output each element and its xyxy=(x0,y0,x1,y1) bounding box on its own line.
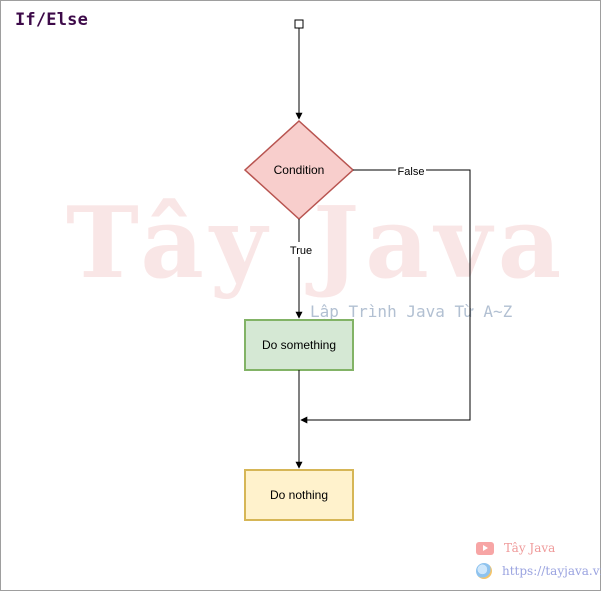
do-nothing-node xyxy=(244,469,354,521)
watermark-subtitle: Lập Trình Java Từ A~Z xyxy=(310,302,513,321)
youtube-icon xyxy=(476,541,494,555)
youtube-label: Tây Java xyxy=(504,541,556,555)
true-label: True xyxy=(290,245,312,257)
false-label-bg xyxy=(396,164,426,178)
do-something-label: Do something xyxy=(262,338,336,352)
true-label-bg xyxy=(288,242,314,257)
false-label: False xyxy=(398,166,425,178)
page-title: If/Else xyxy=(15,10,89,30)
edge-false xyxy=(300,169,471,424)
youtube-brand: Tây Java xyxy=(476,541,555,555)
do-nothing-label: Do nothing xyxy=(270,488,328,502)
do-something-node xyxy=(244,319,354,371)
website-brand: https://tayjava.vn xyxy=(476,563,601,579)
website-label: https://tayjava.vn xyxy=(502,564,601,578)
globe-icon xyxy=(476,563,492,579)
condition-label: Condition xyxy=(274,163,325,177)
start-node xyxy=(294,19,304,29)
